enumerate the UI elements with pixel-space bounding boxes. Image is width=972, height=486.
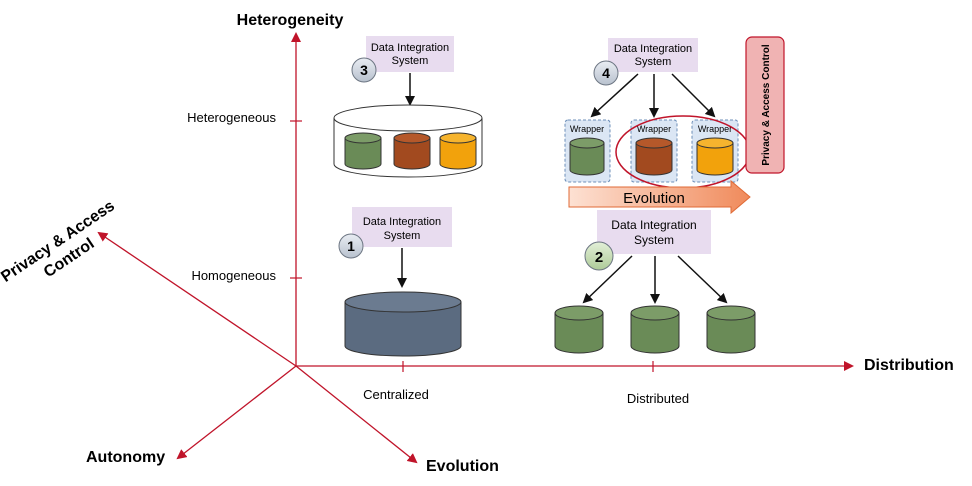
- system-4-arrow-right: [671, 73, 716, 118]
- system-4-label-line2: System: [635, 56, 672, 68]
- axis-privacy: [97, 231, 297, 367]
- system-1-label-box: [352, 207, 452, 247]
- system-1-label-line1: Data Integration: [363, 216, 441, 228]
- db-green-q3: [344, 132, 382, 170]
- system-1-number-badge: [338, 233, 364, 259]
- axes: [97, 32, 854, 464]
- axis-label-heterogeneity: Heterogeneity: [237, 12, 344, 29]
- system-3-number-badge: [351, 57, 377, 83]
- wrapper-3: Wrapper: [691, 119, 739, 183]
- wrapper-1-label: Wrapper: [570, 124, 604, 134]
- system-3: Data Integration System 3: [333, 36, 483, 178]
- system-4-number-badge: [593, 60, 619, 86]
- wrapper-3-label: Wrapper: [698, 124, 732, 134]
- system-2-number: 2: [595, 249, 603, 266]
- system-4-arrow-left: [590, 73, 639, 118]
- system-2-label-box: [597, 210, 711, 254]
- wrapper-2-label: Wrapper: [637, 124, 671, 134]
- system-2-number-badge: [584, 241, 614, 271]
- system-4-label-box: [608, 38, 698, 72]
- tick-label-heterogeneous: Heterogeneous: [187, 110, 276, 125]
- db-green-q2-3: [706, 305, 756, 354]
- axis-evolution: [295, 365, 418, 464]
- system-1-label-line2: System: [384, 230, 421, 242]
- system-4-label-line1: Data Integration: [614, 43, 692, 55]
- tick-label-centralized: Centralized: [363, 387, 429, 402]
- axis-label-privacy: Privacy & Access Control: [0, 197, 118, 285]
- system-4-number: 4: [602, 65, 610, 81]
- axis-label-distribution: Distribution: [864, 357, 954, 374]
- privacy-access-control-box: Privacy & Access Control: [745, 36, 785, 174]
- system-2-label-line1: Data Integration: [611, 218, 696, 232]
- wrapper-2: Wrapper: [630, 119, 678, 183]
- system-2-arrow-right: [677, 255, 728, 304]
- system-3-label-line2: System: [392, 55, 429, 67]
- db-green-q2-1: [554, 305, 604, 354]
- db-green-q2-2: [630, 305, 680, 354]
- system-1-number: 1: [347, 238, 355, 254]
- system-1: Data Integration System 1: [338, 207, 462, 357]
- db-slate-q1: [344, 291, 462, 357]
- system-3-label-line1: Data Integration: [371, 42, 449, 54]
- privacy-box-label: Privacy & Access Control: [761, 44, 772, 166]
- system-2-arrow-left: [582, 255, 633, 304]
- system-3-number: 3: [360, 62, 368, 78]
- axis-autonomy: [176, 365, 297, 460]
- evolution-arrow-label: Evolution: [623, 190, 685, 207]
- evolution-arrow: Evolution: [568, 179, 751, 215]
- db-orange-q3: [439, 132, 477, 170]
- db-brown-q3: [393, 132, 431, 170]
- system-2-label-line2: System: [634, 233, 674, 247]
- system-2: Data Integration System 2: [554, 210, 756, 354]
- tick-label-distributed: Distributed: [627, 391, 689, 406]
- system-4: Data Integration System 4 Wrapper Wrappe…: [564, 36, 785, 215]
- tick-label-homogeneous: Homogeneous: [191, 268, 276, 283]
- wrapper-1: Wrapper: [564, 119, 611, 183]
- axis-label-evolution: Evolution: [426, 458, 499, 475]
- container-cylinder-top: [333, 104, 483, 132]
- system-3-label-box: [366, 36, 454, 72]
- axis-label-autonomy: Autonomy: [86, 449, 165, 466]
